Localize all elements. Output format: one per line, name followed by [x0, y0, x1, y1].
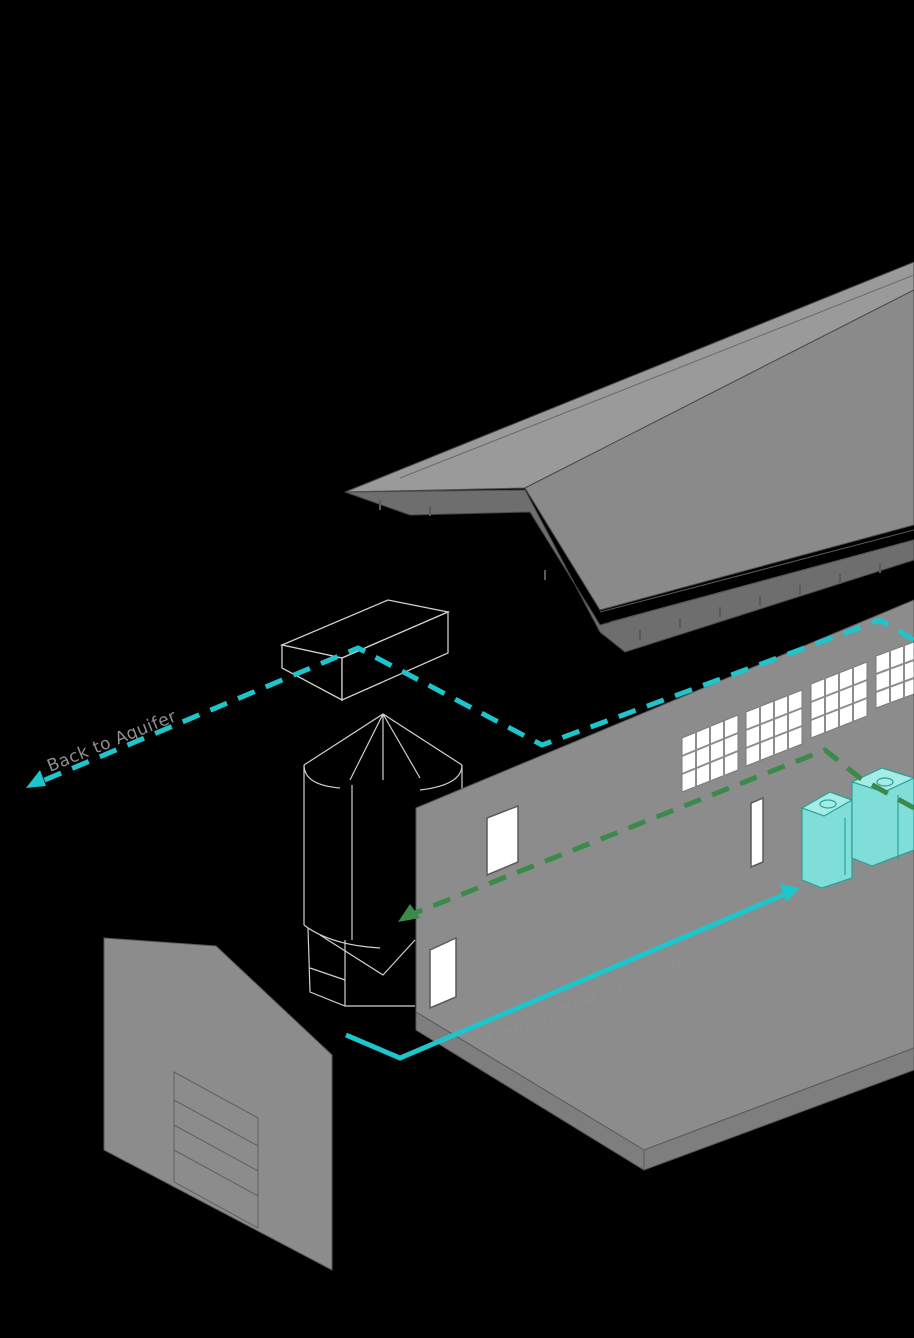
shed	[104, 938, 332, 1270]
arrow-back-to-aquifer	[26, 770, 46, 788]
label-back-to-aquifer: Back to Aquifer	[44, 707, 179, 777]
roof-assembly	[345, 262, 914, 652]
